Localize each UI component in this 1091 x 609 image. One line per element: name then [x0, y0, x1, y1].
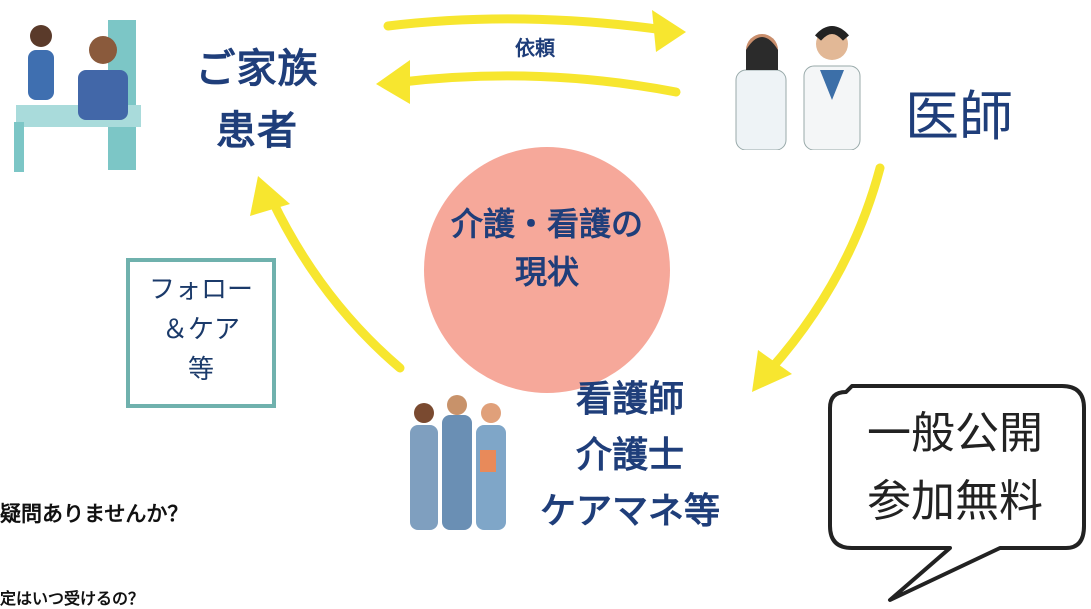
arrow-staff-to-family: [267, 195, 405, 373]
patient-bed-illustration: [14, 20, 141, 172]
arrow-doctor-to-family: [397, 71, 681, 97]
bubble-line1: 一般公開: [867, 408, 1043, 459]
doctor-label: 医師: [905, 85, 1013, 148]
staff-line3: ケアマネ等: [539, 491, 720, 532]
family-patient-label: ご家族 患者: [192, 38, 322, 162]
speech-bubble-text: 一般公開 参加無料: [840, 400, 1070, 536]
center-topic: 介護・看護の 現状: [424, 200, 670, 296]
follow-line1: フォロー: [148, 275, 253, 305]
bubble-line2: 参加無料: [867, 476, 1043, 527]
doctors-illustration: [735, 26, 861, 150]
arrow-family-to-doctor: [383, 14, 669, 35]
staff-label: 看護師 介護士 ケアマネ等: [520, 372, 740, 540]
follow-care-text: フォロー ＆ケア 等: [126, 270, 276, 390]
center-circle: [424, 147, 670, 393]
family-label-line1: ご家族: [195, 46, 319, 92]
follow-care-box: [126, 258, 276, 408]
staff-line1: 看護師: [575, 379, 684, 420]
follow-line3: 等: [187, 355, 214, 385]
arrow-head-down: [752, 350, 792, 392]
center-line2: 現状: [514, 253, 579, 291]
request-label: 依頼: [515, 36, 555, 60]
question-subtext: 定はいつ受けるの？: [0, 589, 145, 608]
family-label-line2: 患者: [216, 108, 298, 154]
staff-line2: 介護士: [575, 435, 684, 476]
arrow-head-right: [652, 10, 686, 52]
arrow-head-left: [376, 60, 410, 104]
arrow-doctor-to-staff: [765, 163, 885, 375]
arrow-head-up: [250, 176, 290, 216]
nurses-illustration: [410, 395, 506, 530]
center-line1: 介護・看護の: [450, 205, 643, 243]
follow-line2: ＆ケア: [161, 315, 240, 345]
question-text: 疑問ありませんか？: [0, 502, 189, 526]
